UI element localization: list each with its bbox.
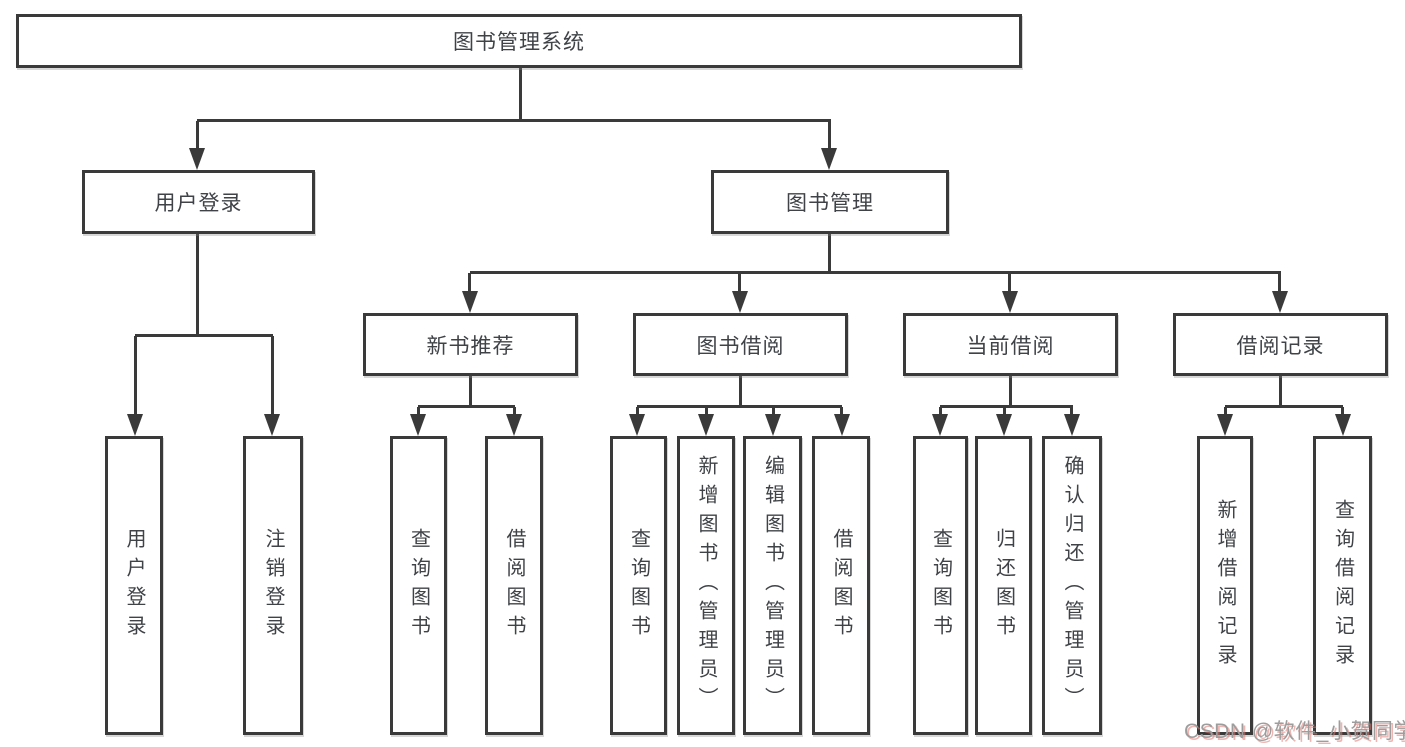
leaf-add-borrow-record-label: 新增借阅记录 (1214, 498, 1236, 673)
leaf-borrow-books-rec-label: 借阅图书 (503, 527, 525, 644)
connector-to-new-book-rec (468, 273, 471, 292)
leaf-borrow-books-rec: 借阅图书 (485, 436, 543, 735)
node-borrow-records-label: 借阅记录 (1236, 334, 1325, 358)
arrow-down-icon (189, 148, 205, 170)
leaf-user-login: 用户登录 (105, 436, 163, 735)
connector-root-branch (197, 119, 831, 122)
connector-book-mgmt-branch (470, 271, 1281, 274)
connector-new-book-rec-stem (469, 376, 472, 407)
connector-leaf-stub (1070, 407, 1073, 416)
arrow-down-icon (506, 414, 522, 436)
arrow-down-icon (462, 291, 478, 313)
leaf-borrow-books-label: 借阅图书 (830, 527, 852, 644)
connector-current-borrow-branch (940, 405, 1073, 408)
arrow-down-icon (996, 414, 1012, 436)
connector-to-user-login (196, 121, 199, 150)
leaf-confirm-return-label: 确认归还（管理员） (1061, 455, 1083, 716)
arrow-down-icon (1335, 414, 1351, 436)
leaf-logout: 注销登录 (243, 436, 303, 735)
leaf-edit-books: 编辑图书（管理员） (743, 436, 802, 735)
connector-to-borrow-records (1278, 273, 1281, 292)
leaf-query-borrow-record: 查询借阅记录 (1313, 436, 1372, 735)
arrow-down-icon (732, 291, 748, 313)
leaf-user-login-label: 用户登录 (123, 527, 145, 644)
connector-book-borrow-branch (637, 405, 842, 408)
arrow-down-icon (410, 414, 426, 436)
leaf-borrow-books: 借阅图书 (812, 436, 870, 735)
connector-to-current-borrow (1008, 273, 1011, 292)
leaf-query-books-current: 查询图书 (913, 436, 968, 735)
connector-book-mgmt-stem (828, 234, 831, 273)
connector-leaf-stub (840, 407, 843, 416)
connector-new-book-rec-branch (418, 405, 515, 408)
node-user-login: 用户登录 (82, 170, 315, 234)
connector-to-leaf-user-login (134, 336, 137, 415)
leaf-add-books-label: 新增图书（管理员） (695, 455, 717, 716)
leaf-add-books: 新增图书（管理员） (677, 436, 735, 735)
leaf-confirm-return: 确认归还（管理员） (1042, 436, 1102, 735)
connector-leaf-stub (513, 407, 516, 416)
node-root: 图书管理系统 (16, 14, 1022, 68)
node-current-borrow-label: 当前借阅 (966, 334, 1055, 358)
leaf-query-books-borrow: 查询图书 (610, 436, 667, 735)
leaf-logout-label: 注销登录 (262, 527, 284, 644)
connector-borrow-records-branch (1225, 405, 1343, 408)
leaf-edit-books-label: 编辑图书（管理员） (761, 455, 784, 716)
leaf-add-borrow-record: 新增借阅记录 (1197, 436, 1253, 735)
arrow-down-icon (629, 414, 645, 436)
connector-leaf-stub (705, 407, 708, 416)
arrow-down-icon (264, 414, 280, 436)
leaf-query-books-current-label: 查询图书 (929, 527, 952, 644)
connector-book-borrow-stem (739, 376, 742, 407)
arrow-down-icon (1217, 414, 1233, 436)
connector-root-stem (519, 68, 522, 121)
connector-to-book-borrow (738, 273, 741, 292)
arrow-down-icon (765, 414, 781, 436)
arrow-down-icon (1002, 291, 1018, 313)
node-current-borrow: 当前借阅 (903, 313, 1118, 376)
node-new-book-rec-label: 新书推荐 (426, 334, 515, 358)
leaf-query-books-rec-label: 查询图书 (407, 527, 430, 644)
node-book-mgmt: 图书管理 (711, 170, 949, 234)
leaf-query-books-borrow-label: 查询图书 (627, 527, 650, 644)
leaf-query-borrow-record-label: 查询借阅记录 (1331, 498, 1354, 673)
arrow-down-icon (932, 414, 948, 436)
connector-leaf-stub (417, 407, 420, 416)
arrow-down-icon (834, 414, 850, 436)
leaf-query-books-rec: 查询图书 (390, 436, 447, 735)
arrow-down-icon (1272, 291, 1288, 313)
connector-leaf-stub (1341, 407, 1344, 416)
arrow-down-icon (698, 414, 714, 436)
node-book-mgmt-label: 图书管理 (786, 192, 874, 215)
leaf-return-books-label: 归还图书 (992, 527, 1015, 644)
leaf-return-books: 归还图书 (975, 436, 1032, 735)
csdn-watermark: CSDN @软件_小贺同学 (1184, 720, 1405, 743)
node-book-borrow-label: 图书借阅 (696, 334, 785, 358)
arrow-down-icon (821, 148, 837, 170)
arrow-down-icon (1064, 414, 1080, 436)
node-user-login-label: 用户登录 (154, 192, 243, 215)
arrow-down-icon (127, 414, 143, 436)
connector-leaf-stub (1003, 407, 1006, 416)
connector-leaf-stub (636, 407, 639, 416)
connector-leaf-stub (939, 407, 942, 416)
connector-user-login-stem (196, 234, 199, 336)
connector-leaf-stub (772, 407, 775, 416)
node-new-book-rec: 新书推荐 (363, 313, 578, 376)
connector-leaf-stub (1224, 407, 1227, 416)
node-root-label: 图书管理系统 (453, 31, 585, 54)
node-book-borrow: 图书借阅 (633, 313, 848, 376)
connector-user-login-branch (135, 334, 273, 337)
connector-to-book-mgmt (828, 121, 831, 150)
node-borrow-records: 借阅记录 (1173, 313, 1388, 376)
connector-current-borrow-stem (1009, 376, 1012, 407)
connector-borrow-records-stem (1279, 376, 1282, 407)
connector-to-leaf-logout (271, 336, 274, 415)
